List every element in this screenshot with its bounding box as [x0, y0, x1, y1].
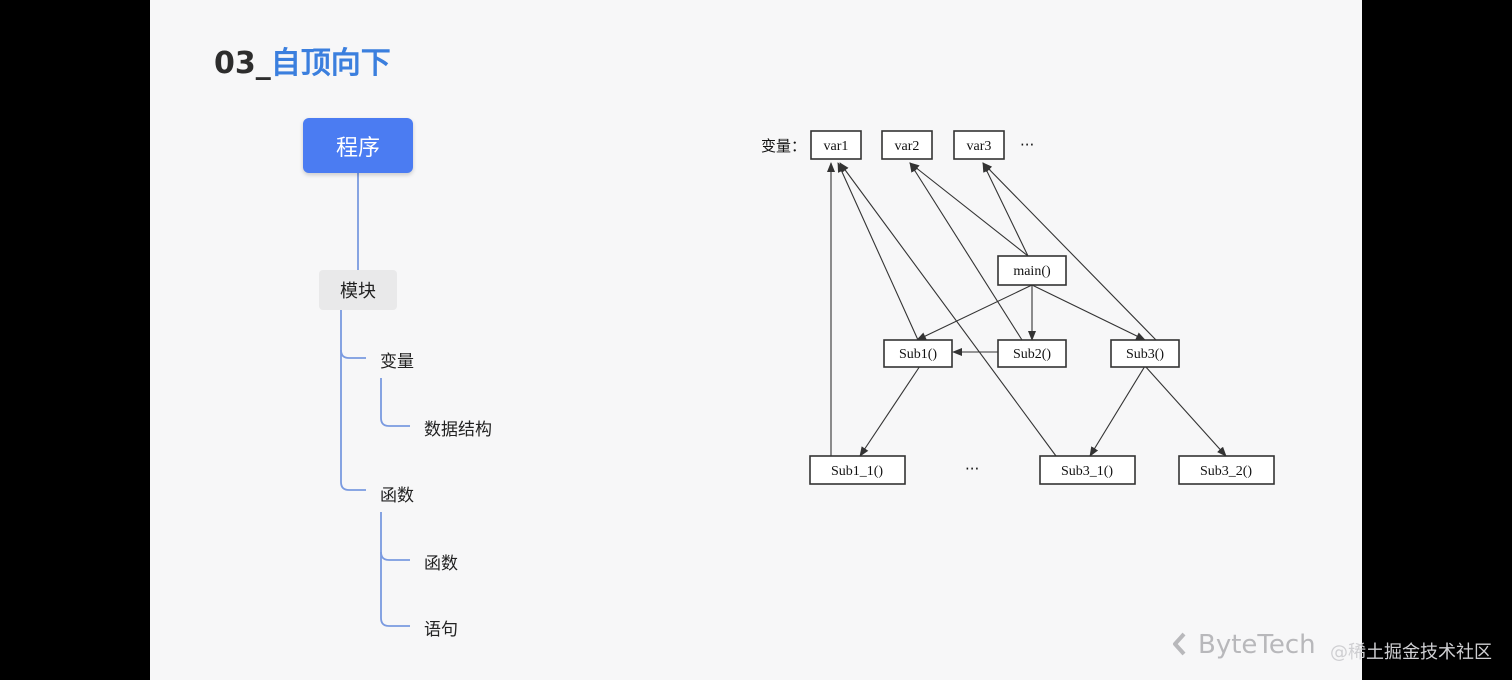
title-number: 03_ [214, 46, 271, 81]
node-sub3: Sub3() [1110, 339, 1180, 368]
title-text: 自顶向下 [270, 46, 391, 81]
node-sub3_1: Sub3_1() [1039, 455, 1136, 485]
connector-module-functions [340, 310, 366, 491]
connector-functions-statements [380, 512, 410, 627]
vars-ellipsis: ··· [1020, 136, 1034, 154]
edge-sub1-var1 [837, 162, 919, 341]
brand-name: ByteTech [1198, 630, 1316, 660]
node-sub3-label: Sub3() [1126, 347, 1164, 362]
bytetech-logo-icon [1172, 630, 1192, 660]
brand-logo: ByteTech [1172, 630, 1316, 660]
edge-sub2-var2 [909, 162, 1023, 341]
edge-main-sub1 [916, 284, 1033, 341]
node-main: main() [997, 255, 1067, 286]
node-sub2-label: Sub2() [1013, 347, 1051, 362]
edge-sub3_1-var1 [839, 162, 1057, 457]
connector-variables-datastructures [380, 378, 410, 427]
subs-ellipsis: ··· [965, 460, 979, 478]
edge-main-sub3 [1031, 284, 1146, 341]
connector-module-variables [340, 349, 366, 359]
edge-sub3-sub3_2 [1144, 365, 1227, 457]
tree-module-node: 模块 [319, 270, 397, 310]
node-var3: var3 [953, 130, 1005, 160]
page-title: 03_自顶向下 [214, 38, 391, 82]
node-main-label: main() [1013, 264, 1051, 279]
vars-label: 变量： [761, 137, 806, 155]
node-sub1_1-label: Sub1_1() [831, 464, 883, 479]
tree-statements-node: 语句 [424, 620, 458, 640]
watermark: @稀土掘金技术社区 [1330, 642, 1492, 663]
node-sub3_2-label: Sub3_2() [1200, 464, 1252, 479]
tree-function-child-node: 函数 [424, 554, 458, 574]
node-var2-label: var2 [895, 139, 920, 154]
edge-sub1-sub1_1 [859, 365, 921, 457]
node-var2: var2 [881, 130, 933, 160]
edge-main-var2 [909, 162, 1029, 257]
connector-functions-function [380, 551, 410, 561]
tree-root-node: 程序 [303, 118, 413, 173]
node-sub1: Sub1() [883, 339, 953, 368]
node-var1-label: var1 [824, 139, 849, 154]
edge-sub3-var3 [982, 162, 1157, 341]
node-sub1_1: Sub1_1() [809, 455, 906, 485]
tree-functions-node: 函数 [380, 486, 414, 506]
edge-sub3-sub3_1 [1089, 365, 1146, 457]
node-var3-label: var3 [967, 139, 992, 154]
tree-variables-node: 变量 [380, 352, 414, 372]
node-sub2: Sub2() [997, 339, 1067, 368]
node-sub3_2: Sub3_2() [1178, 455, 1275, 485]
node-var1: var1 [810, 130, 862, 160]
tree-datastructures-node: 数据结构 [424, 420, 492, 440]
edge-main-var3 [982, 162, 1029, 257]
node-sub1-label: Sub1() [899, 347, 937, 362]
node-sub3_1-label: Sub3_1() [1061, 464, 1113, 479]
